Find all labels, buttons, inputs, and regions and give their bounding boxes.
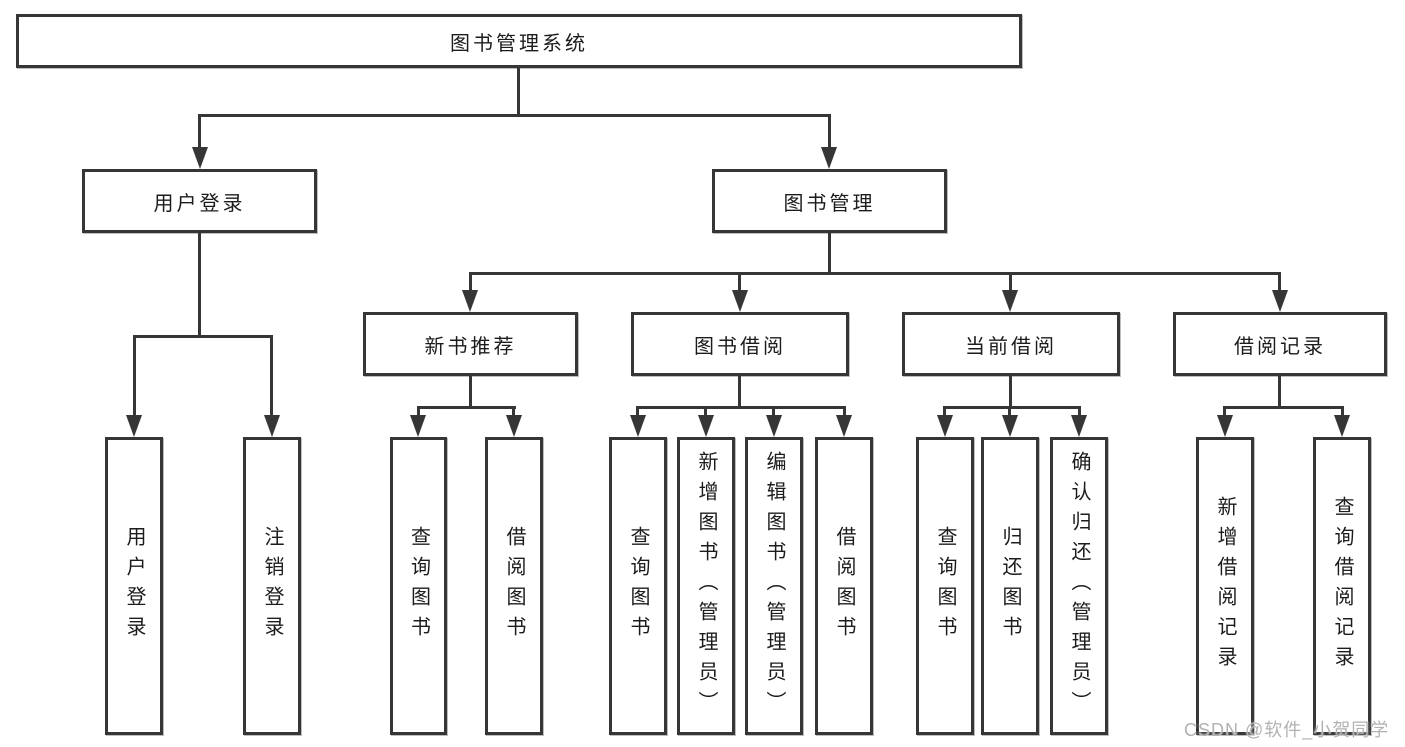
arrow-down-icon	[264, 415, 280, 437]
arrow-down-icon	[821, 147, 837, 169]
connector-vline	[1341, 406, 1344, 418]
connector-hline	[198, 114, 831, 117]
arrow-down-icon	[698, 415, 714, 437]
leaf-user-login: 用户登录	[105, 437, 163, 735]
connector-vline	[828, 114, 831, 149]
leaf-borrow-books-recommend: 借阅图书	[485, 437, 543, 735]
connector-vline	[1078, 406, 1081, 418]
connector-vline	[704, 406, 707, 418]
connector-hline	[636, 406, 846, 409]
connector-vline	[270, 335, 273, 417]
connector-vline	[512, 406, 515, 418]
leaf-borrow-books-borrowing: 借阅图书	[815, 437, 873, 735]
node-user-login: 用户登录	[82, 169, 317, 233]
node-borrowing-records: 借阅记录	[1173, 312, 1387, 376]
arrow-down-icon	[1217, 415, 1233, 437]
connector-vline	[1278, 376, 1281, 409]
connector-vline	[517, 68, 520, 117]
node-root: 图书管理系统	[16, 14, 1022, 68]
arrow-down-icon	[1272, 290, 1288, 312]
arrow-down-icon	[126, 415, 142, 437]
leaf-query-books-recommend: 查询图书	[390, 437, 447, 735]
connector-vline	[843, 406, 846, 418]
leaf-add-book-admin: 新增图书（管理员）	[677, 437, 735, 735]
arrow-down-icon	[1002, 415, 1018, 437]
arrow-down-icon	[1002, 290, 1018, 312]
connector-vline	[469, 272, 472, 292]
arrow-down-icon	[192, 147, 208, 169]
connector-vline	[738, 376, 741, 409]
connector-vline	[417, 406, 420, 418]
arrow-down-icon	[506, 415, 522, 437]
connector-hline	[417, 406, 516, 409]
leaf-edit-book-admin: 编辑图书（管理员）	[745, 437, 803, 735]
arrow-down-icon	[836, 415, 852, 437]
arrow-down-icon	[462, 290, 478, 312]
connector-vline	[636, 406, 639, 418]
arrow-down-icon	[732, 290, 748, 312]
leaf-query-books-borrowing: 查询图书	[609, 437, 667, 735]
leaf-add-borrow-record: 新增借阅记录	[1196, 437, 1254, 735]
connector-vline	[198, 233, 201, 337]
connector-vline	[1278, 272, 1281, 292]
node-book-borrowing: 图书借阅	[631, 312, 849, 376]
arrow-down-icon	[1071, 415, 1087, 437]
connector-vline	[1009, 376, 1012, 409]
leaf-confirm-return-admin: 确认归还（管理员）	[1050, 437, 1108, 735]
connector-vline	[469, 376, 472, 409]
node-current-borrowing: 当前借阅	[902, 312, 1120, 376]
node-book-management: 图书管理	[712, 169, 947, 233]
node-new-book-recommend: 新书推荐	[363, 312, 578, 376]
connector-vline	[133, 335, 136, 417]
connector-hline	[133, 335, 273, 338]
arrow-down-icon	[630, 415, 646, 437]
connector-hline	[943, 406, 1081, 409]
watermark: CSDN @软件_小贺同学	[1184, 720, 1390, 740]
connector-vline	[1223, 406, 1226, 418]
leaf-query-books-current: 查询图书	[916, 437, 974, 735]
connector-vline	[1009, 272, 1012, 292]
arrow-down-icon	[410, 415, 426, 437]
connector-vline	[943, 406, 946, 418]
connector-vline	[198, 114, 201, 149]
leaf-return-book: 归还图书	[981, 437, 1039, 735]
connector-vline	[1008, 406, 1011, 418]
arrow-down-icon	[937, 415, 953, 437]
connector-hline	[469, 272, 1281, 275]
arrow-down-icon	[766, 415, 782, 437]
connector-vline	[738, 272, 741, 292]
connector-vline	[828, 233, 831, 274]
leaf-query-borrow-record: 查询借阅记录	[1313, 437, 1371, 735]
connector-vline	[772, 406, 775, 418]
arrow-down-icon	[1334, 415, 1350, 437]
connector-hline	[1223, 406, 1344, 409]
leaf-logout: 注销登录	[243, 437, 301, 735]
